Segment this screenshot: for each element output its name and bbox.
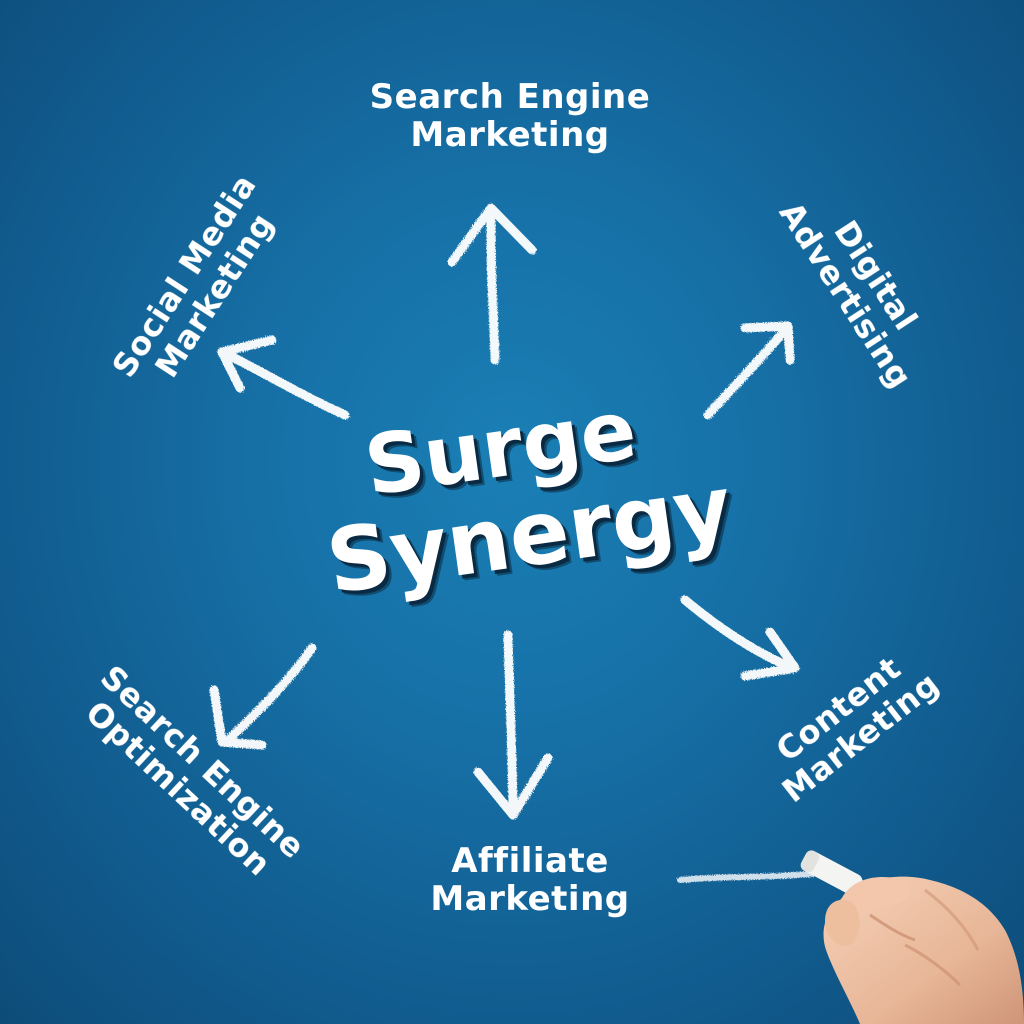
hand-holding-chalk-icon xyxy=(0,0,1024,1024)
chalkboard-canvas: Search Engine Marketing Social Media Mar… xyxy=(0,0,1024,1024)
